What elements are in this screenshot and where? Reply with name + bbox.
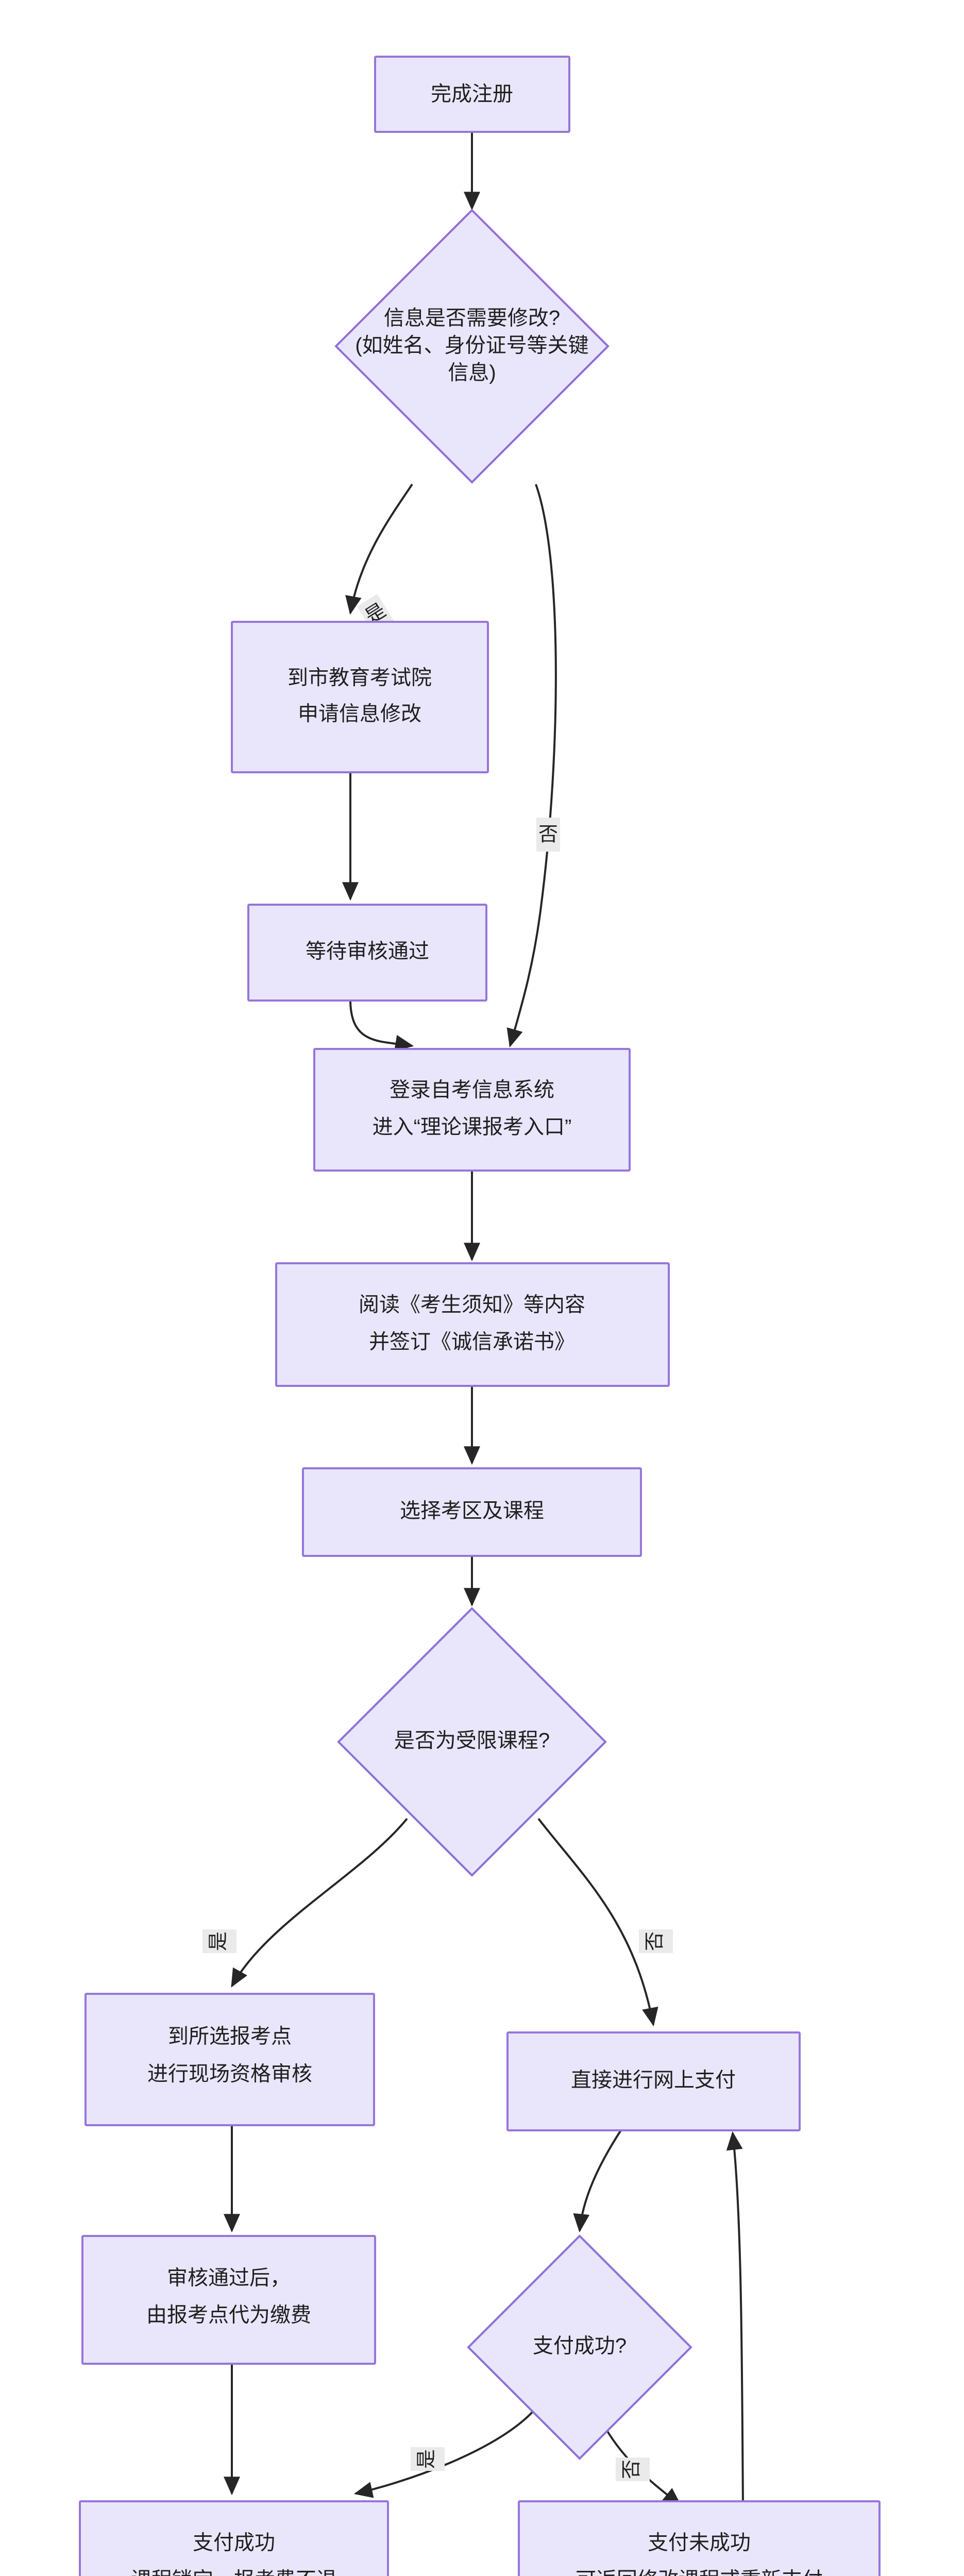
edge-label-no-3: 否 (616, 2458, 650, 2481)
node-read-notice-sign-pledge[interactable]: 阅读《考生须知》等内容 并签订《诚信承诺书》 (275, 1262, 670, 1387)
edge-n2-n5 (506, 484, 557, 1048)
node-label-line: 由报考点代为缴费 (146, 2304, 311, 2327)
node-label-line: 登录自考信息系统 (390, 1079, 554, 1101)
edge-label-text: 否 (538, 824, 558, 845)
node-select-district-courses[interactable]: 选择考区及课程 (302, 1467, 642, 1557)
node-label-line: 进行现场资格审核 (147, 2063, 312, 2086)
node-label-line: 信息是否需要修改? (384, 307, 560, 330)
node-label-line: 到所选报考点 (168, 2025, 292, 2048)
node-apply-info-change[interactable]: 到市教育考试院 申请信息修改 (231, 621, 489, 773)
node-proxy-payment-after-review[interactable]: 审核通过后， 由报考点代为缴费 (81, 2235, 376, 2365)
edge-label-text: 否 (644, 1931, 666, 1951)
node-label-line: 进入“理论课报考入口” (373, 1116, 572, 1139)
node-login-system[interactable]: 登录自考信息系统 进入“理论课报考入口” (313, 1048, 631, 1172)
node-label-line: 支付成功 (193, 2532, 275, 2554)
edge-n12-n13 (353, 2410, 534, 2498)
node-wait-approval[interactable]: 等待审核通过 (247, 904, 487, 1002)
edge-label-yes-2: 是 (202, 1929, 236, 1953)
node-label-line: 选择考区及课程 (400, 1500, 544, 1522)
node-complete-registration[interactable]: 完成注册 (374, 56, 570, 133)
node-label-line: 是否为受限课程? (394, 1730, 550, 1752)
edge-label-yes-3: 是 (411, 2447, 445, 2471)
edge-n8-n9 (231, 1818, 408, 1988)
node-label-line: 到市教育考试院 (287, 667, 432, 689)
edge-n2-n3 (345, 483, 413, 615)
node-label-line: 完成注册 (431, 83, 513, 106)
node-label-line: 可返回修改课程或重新支付 (576, 2569, 823, 2576)
node-decision-payment-success[interactable]: 支付成功? (467, 2234, 692, 2460)
edge-label-text: 否 (621, 2460, 642, 2479)
node-direct-online-payment[interactable]: 直接进行网上支付 (506, 2031, 801, 2131)
node-label-line: 阅读《考生须知》等内容 (359, 1294, 585, 1316)
node-label-line: 审核通过后， (167, 2267, 291, 2290)
edge-label-no-2: 否 (639, 1929, 673, 1953)
edge-n8-n10 (537, 1818, 658, 2027)
edge-n10-n12 (573, 2129, 622, 2233)
edge-n4-n5 (349, 999, 414, 1052)
node-label-line: (如姓名、身份证号等关键 (355, 334, 588, 357)
node-label-line: 申请信息修改 (298, 703, 421, 725)
node-decision-restricted-course[interactable]: 是否为受限课程? (337, 1607, 607, 1877)
node-payment-success[interactable]: 支付成功 课程锁定，报考费不退 (79, 2500, 389, 2576)
node-label-line: 信息) (448, 362, 496, 384)
edge-label-no-1: 否 (536, 818, 560, 852)
edge-n14-n10 (726, 2131, 744, 2505)
node-onsite-qualification-review[interactable]: 到所选报考点 进行现场资格审核 (84, 1993, 375, 2126)
edge-label-text: 是 (416, 2449, 437, 2469)
node-label-line: 支付成功? (533, 2335, 627, 2358)
node-payment-failed[interactable]: 支付未成功 可返回修改课程或重新支付 (518, 2500, 881, 2576)
node-label-line: 等待审核通过 (306, 940, 429, 963)
node-label-line: 直接进行网上支付 (571, 2069, 736, 2092)
node-decision-info-modify[interactable]: 信息是否需要修改? (如姓名、身份证号等关键 信息) (334, 209, 610, 484)
node-label-line: 课程锁定，报考费不退 (131, 2569, 337, 2576)
edge-label-text: 是 (208, 1931, 229, 1951)
node-label-line: 支付未成功 (648, 2532, 751, 2554)
edge-label-layer: 是 否 是 否 是 否 (202, 594, 673, 2481)
node-label-line: 并签订《诚信承诺书》 (369, 1331, 575, 1353)
node-layer: 完成注册 信息是否需要修改? (如姓名、身份证号等关键 信息) 到市教育考试院 … (79, 56, 881, 2576)
